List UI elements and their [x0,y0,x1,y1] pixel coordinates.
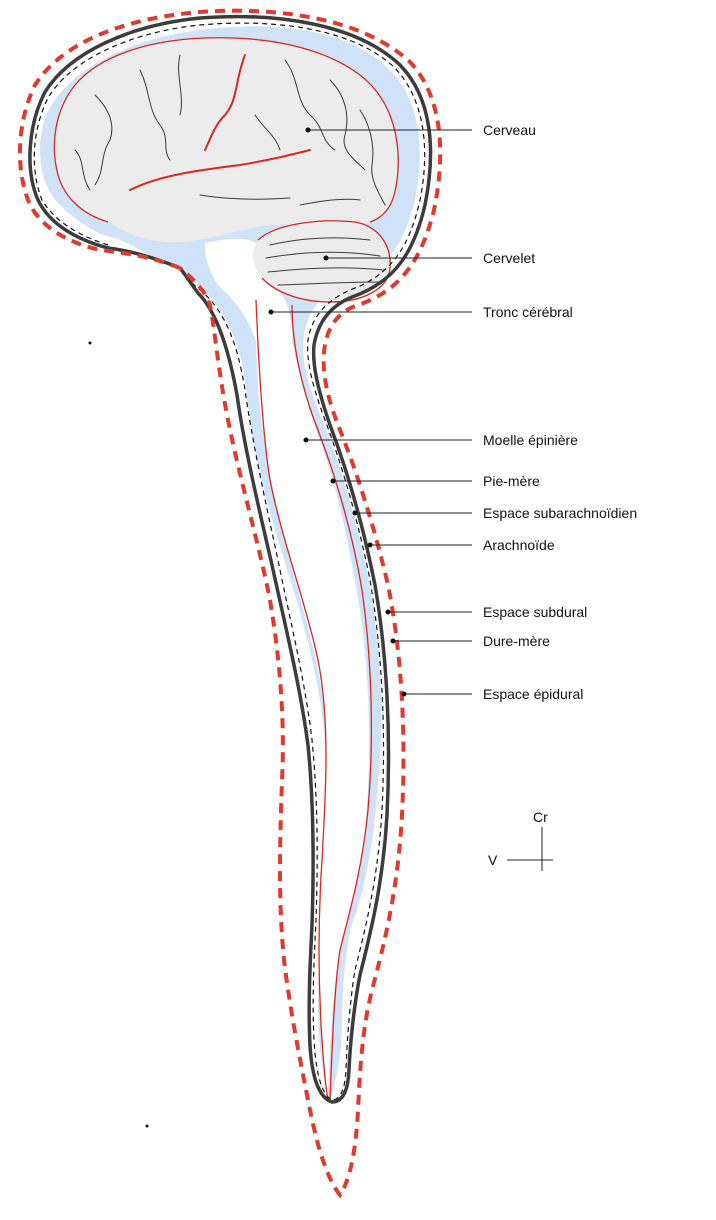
label-espace-subdural: Espace subdural [483,604,587,620]
label-tronc-cerebral: Tronc cérébral [483,304,573,320]
orientation-indicator: Cr V [488,809,553,871]
pia-mater-brain-line [53,37,399,223]
pia-mater-right-line [291,304,373,1101]
lateral-sulcus [129,149,311,191]
brainstem-shape [204,238,293,340]
brain-fold-9 [254,114,281,151]
dura-mater-line [28,14,433,1104]
leader-tronc [268,309,472,315]
cerebellum-folium-4 [277,281,379,286]
label-cerveau: Cerveau [483,122,536,138]
brain-fold-5 [329,79,366,171]
leader-espace-subdural [385,609,472,615]
label-espace-epidural: Espace épidural [483,686,583,702]
leader-espace-epidural [401,691,472,697]
brain-fold-8 [299,198,361,206]
central-sulcus [204,54,246,151]
brain-fold-7 [199,194,291,200]
brain-fold-6 [359,109,386,206]
brain-fold-4 [284,59,336,151]
leader-cervelet [323,255,472,261]
spinal-cord [256,340,370,1095]
pia-mater-cerebellum-line [257,220,391,303]
cerebellum-folium-1 [269,237,371,246]
label-cervelet: Cervelet [483,250,535,266]
stray-dot-top [88,341,92,345]
leader-cerveau [305,127,472,133]
label-arachnoide: Arachnoïde [483,537,555,553]
leader-pie-mere [330,478,472,484]
cerebrum [54,37,399,243]
cerebellum-folium-2 [265,251,381,259]
pia-mater-left-line [255,299,329,1101]
orientation-ventral-label: V [488,852,498,868]
stray-dot-bottom [145,1124,149,1128]
leader-arachnoide [367,542,472,548]
label-moelle-epiniere: Moelle épinière [483,432,578,448]
brain-fold-2 [139,69,171,161]
epidural-boundary [17,8,443,1199]
label-espace-subarachnoidien: Espace subarachnoïdien [483,505,637,521]
brain-fold-3 [178,54,182,116]
orientation-cranial-label: Cr [533,809,548,825]
brain-fold-1 [94,94,113,186]
brain-fold-10 [74,149,91,191]
leader-espace-subarachnoidien [352,510,472,516]
cerebellum-folium-3 [267,267,385,273]
leader-dure-mere [390,638,472,644]
label-dure-mere: Dure-mère [483,633,550,649]
leader-moelle [303,437,472,443]
label-pie-mere: Pie-mère [483,473,540,489]
arachnoid-line [33,22,426,1101]
